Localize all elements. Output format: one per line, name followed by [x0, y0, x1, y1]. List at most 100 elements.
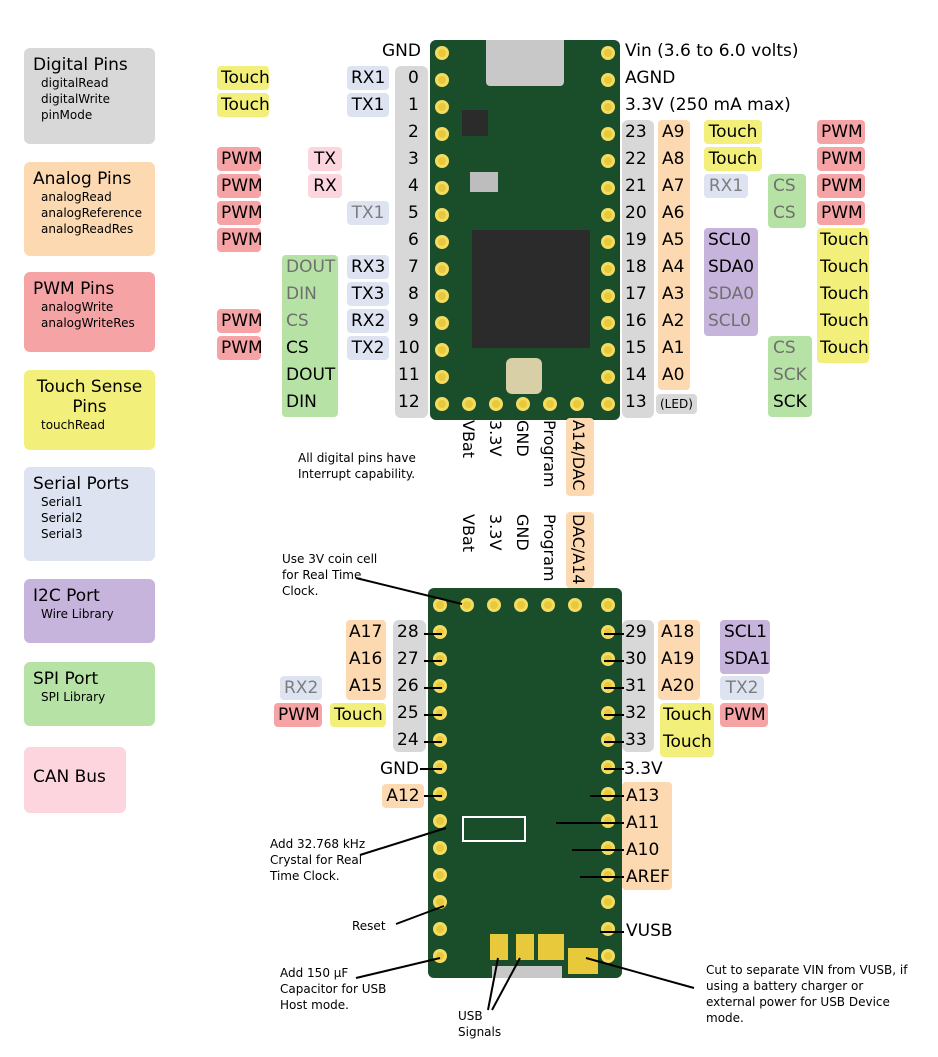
regulator-chip: [462, 110, 488, 136]
pin-pad: [433, 652, 447, 666]
legend-digital: Digital Pins digitalRead digitalWrite pi…: [24, 48, 155, 144]
pin-number: 10: [398, 338, 420, 358]
serial-tag: TX1: [347, 201, 389, 225]
pin-pad: [433, 922, 447, 936]
pin-pad: [601, 895, 615, 909]
pin-number: 30: [625, 649, 647, 669]
touch-tag: Touch: [820, 284, 869, 304]
reset-note: Reset: [352, 919, 386, 933]
analog-tag: A4: [662, 257, 685, 277]
spi-tag: SCK: [773, 365, 807, 385]
spi-tag: CS: [773, 338, 796, 358]
right-pin-column: [622, 120, 654, 418]
pwm-tag: PWM: [817, 120, 865, 144]
pin-pad: [433, 787, 447, 801]
analog-tag: A0: [662, 365, 685, 385]
pin-number: 1: [408, 95, 419, 115]
pin-number: 20: [625, 203, 647, 223]
pin-number: 23: [625, 122, 647, 142]
pin-number: 17: [625, 284, 647, 304]
analog-tag: AREF: [626, 867, 670, 887]
analog-tag: A12: [382, 784, 424, 808]
pin-number: 2: [408, 122, 419, 142]
led-label: (LED): [656, 394, 697, 414]
pin-pad: [601, 262, 615, 276]
legend-i2c-title: I2C Port: [33, 586, 100, 606]
pin-pad: [601, 625, 615, 639]
pin-pad: [462, 397, 476, 411]
pin-pad: [601, 733, 615, 747]
pin-pad: [601, 652, 615, 666]
serial-tag: TX3: [347, 282, 389, 306]
pin-number: 4: [408, 176, 419, 196]
usb-signals-note: USB Signals: [458, 1009, 502, 1039]
touch-right-column: [817, 228, 869, 363]
pwm-tag: PWM: [817, 201, 865, 225]
crystal: [470, 172, 498, 192]
leader-line: [359, 827, 447, 856]
pin-number: 25: [397, 703, 419, 723]
pin-number: 27: [397, 649, 419, 669]
pin-number: 5: [408, 203, 419, 223]
pin-pad: [601, 370, 615, 384]
i2c-tag: SDA0: [708, 257, 755, 277]
legend-item: analogReference: [41, 206, 143, 220]
legend-item: analogWriteRes: [41, 316, 135, 330]
pin-number: 8: [408, 284, 419, 304]
pin-pad: [433, 706, 447, 720]
pwm-tag: PWM: [217, 201, 263, 225]
top-33v-label: 3.3V (250 mA max): [625, 95, 791, 115]
analog-tag: A20: [661, 676, 695, 696]
pin-pad: [601, 841, 615, 855]
analog-tag: A16: [349, 649, 383, 669]
a14-tag-bg: [566, 512, 594, 588]
touch-tag: Touch: [820, 230, 869, 250]
pin-pad: [568, 598, 582, 612]
usb-connector: [486, 40, 564, 86]
can-tag: RX: [308, 174, 342, 198]
legend-item: digitalWrite: [41, 92, 110, 106]
pin-pad: [601, 343, 615, 357]
legend-item: Serial3: [41, 527, 83, 541]
legend-analog-title: Analog Pins: [33, 169, 132, 189]
serial-tag: RX3: [347, 255, 389, 279]
analog-tag: A9: [662, 122, 685, 142]
program-button: [506, 358, 542, 394]
legend-item: SPI Library: [41, 690, 106, 704]
leader-line: [585, 957, 695, 989]
vusb-cut-note: Cut to separate VIN from VUSB, if using …: [706, 963, 908, 1025]
analog-tag: A19: [661, 649, 695, 669]
serial-tag: RX1: [704, 174, 748, 198]
pin-number: 33: [625, 730, 647, 750]
leader-line: [491, 957, 521, 1011]
touch-tag: Touch: [820, 311, 869, 331]
legend-item: Serial2: [41, 511, 83, 525]
touch-tag: Touch: [704, 120, 762, 144]
crystal-footprint: [462, 816, 526, 842]
spi-tag: SCK: [773, 392, 807, 412]
analog-tag: A15: [349, 676, 383, 696]
can-tag: TX: [308, 147, 342, 171]
legend-i2c: I2C Port Wire Library: [24, 579, 155, 643]
legend-serial-title: Serial Ports: [33, 474, 130, 494]
pin-number: 16: [625, 311, 647, 331]
pwm-tag: PWM: [817, 174, 865, 198]
legend-item: pinMode: [41, 108, 93, 122]
spi-tag: DIN: [286, 284, 317, 304]
pin-number: 18: [625, 257, 647, 277]
pin-number: 32: [625, 703, 647, 723]
legend-can-title: CAN Bus: [33, 767, 106, 787]
teensy-board-top: [430, 40, 620, 420]
pwm-tag: PWM: [217, 147, 263, 171]
pin-pad: [601, 316, 615, 330]
serial-tag: TX2: [347, 336, 389, 360]
pwm-tag: PWM: [217, 309, 263, 333]
legend-item: Serial1: [41, 495, 83, 509]
pin-pad: [601, 100, 615, 114]
touch-tag: Touch: [663, 732, 712, 752]
coin-cell-note: Use 3V coin cell for Real Time Clock.: [282, 552, 378, 598]
touch-tag: Touch: [330, 703, 386, 727]
pin-pad: [489, 397, 503, 411]
spi-tag: DOUT: [286, 365, 336, 385]
mcu-chip: [472, 230, 590, 348]
